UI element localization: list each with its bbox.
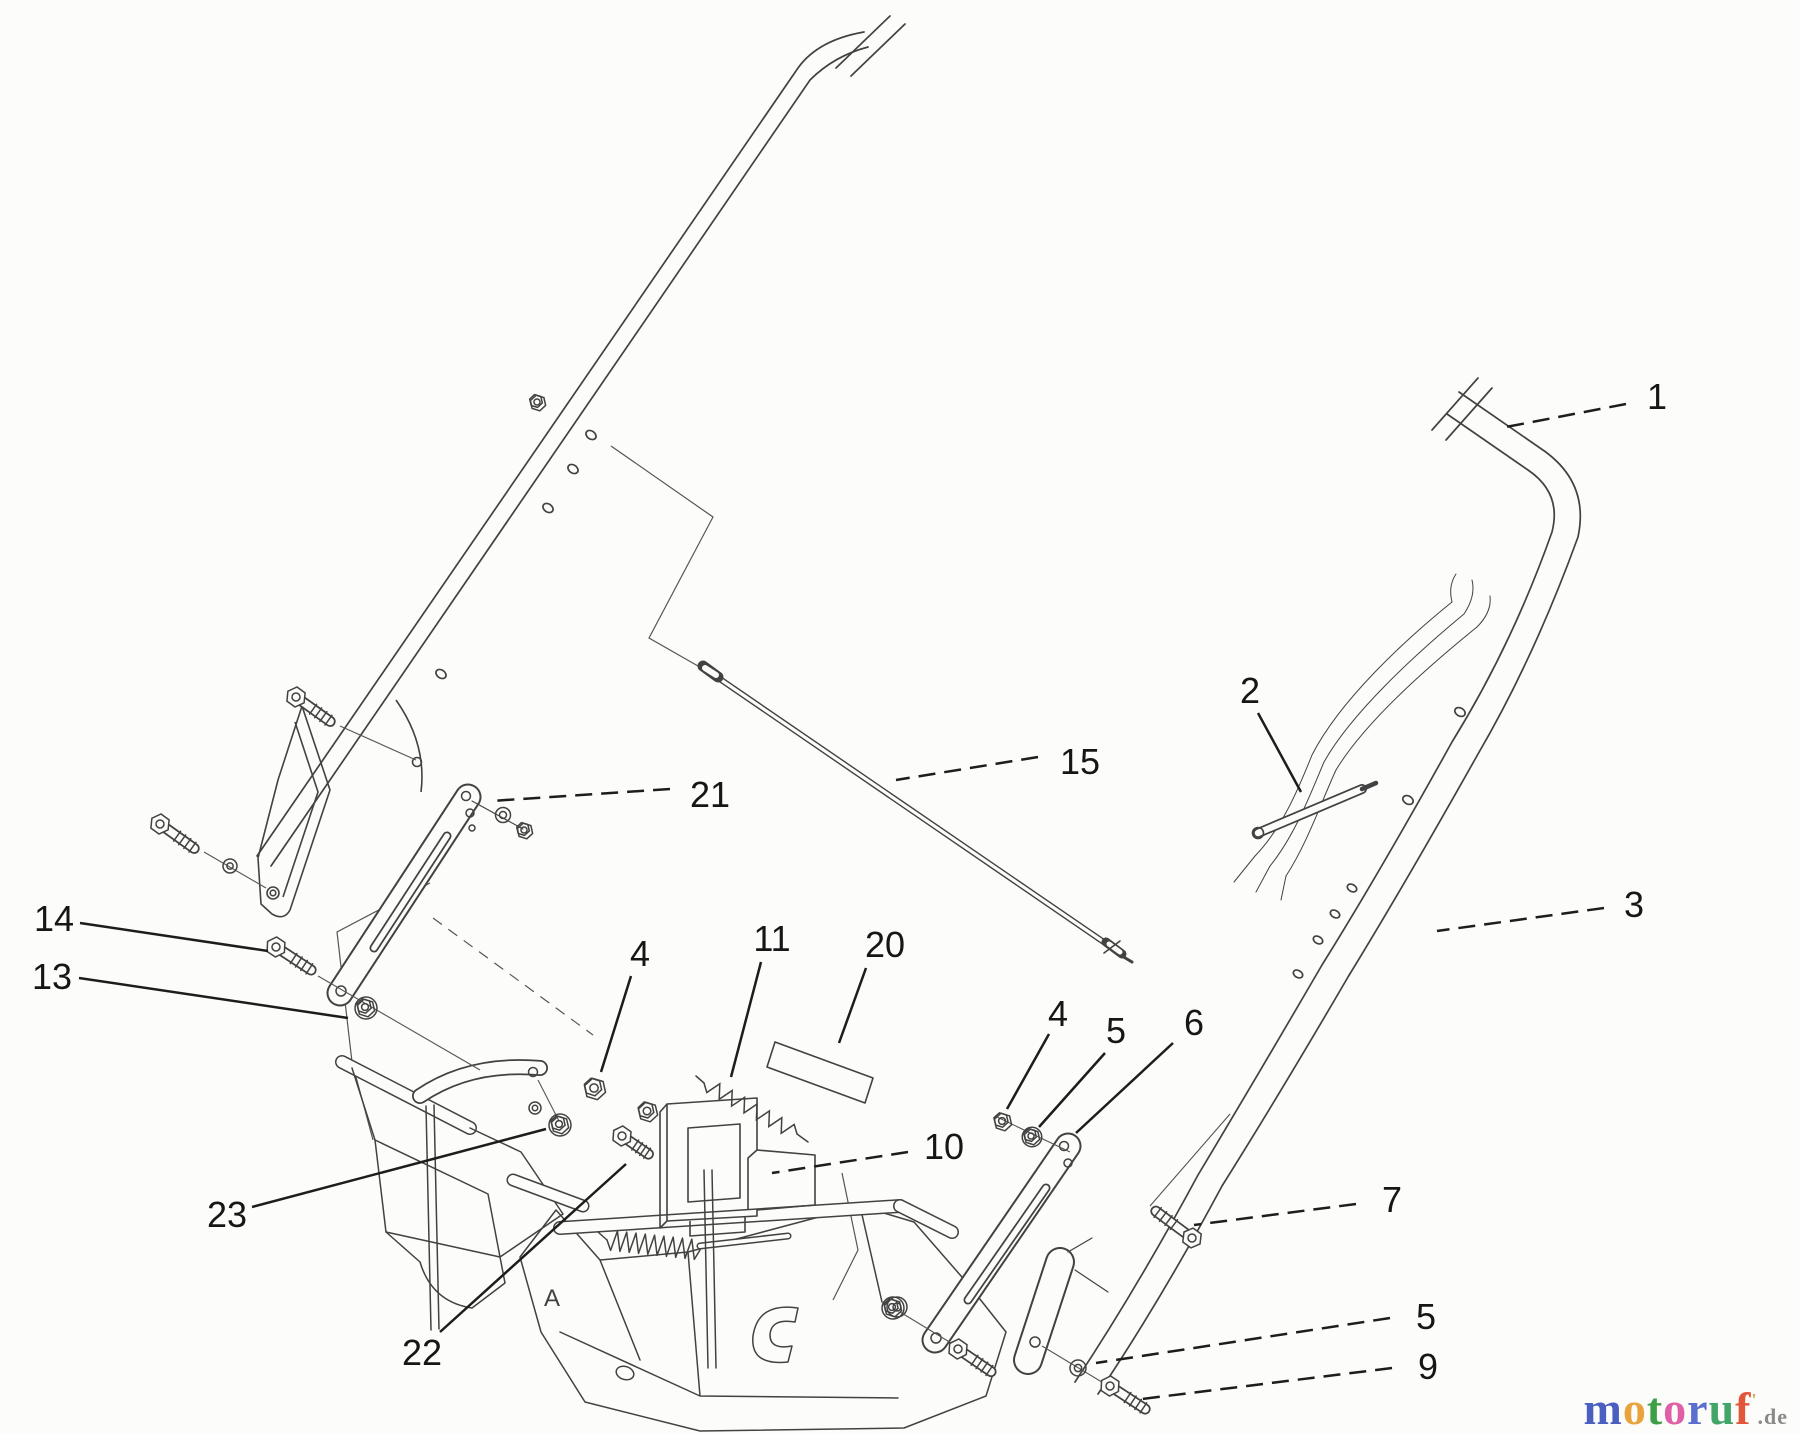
watermark-logo: motoruf'.de [1583,1386,1788,1432]
nut-bottom-mid [881,1296,905,1320]
bolt-14 [266,936,317,976]
handle-tube-right [1074,377,1582,1395]
callout-5a: 5 [1038,1010,1126,1128]
callout-label-2: 2 [1240,670,1260,711]
callout-23: 23 [207,1127,547,1235]
watermark-tick: ' [1751,1390,1758,1410]
callout-label-20: 20 [865,924,905,965]
nut-5-top [1021,1126,1043,1148]
callout-label-4b: 4 [1048,993,1068,1034]
callout-3: 3 [1436,884,1644,933]
bolt-bottom-mid [948,1338,997,1378]
deck-arm [412,1059,548,1104]
callout-22: 22 [402,1163,627,1373]
callout-7: 7 [1193,1179,1402,1227]
callout-label-10: 10 [924,1126,964,1167]
nut-extra [637,1101,659,1123]
callout-13: 13 [32,956,349,1020]
watermark-letter: u [1708,1383,1736,1434]
watermark-letter: t [1646,1383,1664,1434]
callout-label-21: 21 [690,774,730,815]
strap-bracket-right [921,1132,1082,1354]
callout-5b: 5 [1095,1296,1436,1365]
callout-1: 1 [1505,376,1667,429]
cable-tie [1251,780,1379,840]
callout-label-11: 11 [753,918,790,959]
deck-plate-right [1013,1237,1109,1375]
nut-23 [548,1113,572,1137]
callout-21: 21 [490,774,730,815]
control-cables [1233,573,1491,901]
callout-label-22: 22 [402,1332,442,1373]
callout-6: 6 [1075,1002,1204,1134]
callout-2: 2 [1240,670,1303,793]
washer-upper-left [222,858,238,874]
bolt-upper-left [286,686,336,727]
callout-10: 10 [771,1126,964,1175]
callout-14: 14 [34,898,269,953]
callout-15: 15 [895,741,1100,782]
watermark-letter: f [1735,1383,1752,1434]
control-rod [697,660,1134,964]
callout-label-4a: 4 [630,933,650,974]
callout-label-13: 13 [32,956,72,997]
bolt-7 [1150,1205,1202,1249]
callout-label-1: 1 [1647,376,1667,417]
nut-13 [354,996,378,1020]
nut-4-left [583,1077,607,1101]
callout-label-6: 6 [1184,1002,1204,1043]
watermark-letter: r [1687,1383,1709,1434]
fasteners [150,393,1202,1415]
callout-label-23: 23 [207,1194,247,1235]
nut-strap-left [515,821,534,840]
callout-label-5b: 5 [1416,1296,1436,1337]
housing-mark: A [544,1285,560,1312]
handle-tube-left [256,15,906,867]
c-clip [752,1306,799,1364]
nut-tube-top [528,393,547,412]
callout-4b: 4 [1005,993,1068,1110]
washer [494,806,512,824]
callout-label-14: 14 [34,898,74,939]
callout-label-3: 3 [1624,884,1644,925]
small-spring [695,1075,809,1143]
strap-bracket-left [326,783,524,1007]
nut-4-right [993,1111,1013,1132]
callout-label-5a: 5 [1106,1010,1126,1051]
tube-end-plate-left [257,699,423,918]
callout-20: 20 [837,924,905,1044]
callout-4a: 4 [599,933,650,1073]
decal-plate [766,1041,874,1104]
watermark-suffix: .de [1757,1404,1788,1429]
washer-5-bottom [1069,1359,1087,1377]
callout-9: 9 [1141,1346,1438,1401]
washer-small-left [528,1101,542,1115]
callout-label-7: 7 [1382,1179,1402,1220]
watermark-letter: o [1663,1383,1688,1434]
callout-label-15: 15 [1060,741,1100,782]
deck-left-piece [335,1055,564,1331]
bolt-9 [1100,1375,1151,1415]
callout-label-9: 9 [1418,1346,1438,1387]
callout-11: 11 [729,918,791,1078]
watermark-letter: o [1622,1383,1647,1434]
housing-spring [606,1230,701,1261]
watermark-letter: m [1583,1383,1623,1434]
bolt-22 [612,1125,654,1160]
bolt-left-2 [150,813,200,854]
